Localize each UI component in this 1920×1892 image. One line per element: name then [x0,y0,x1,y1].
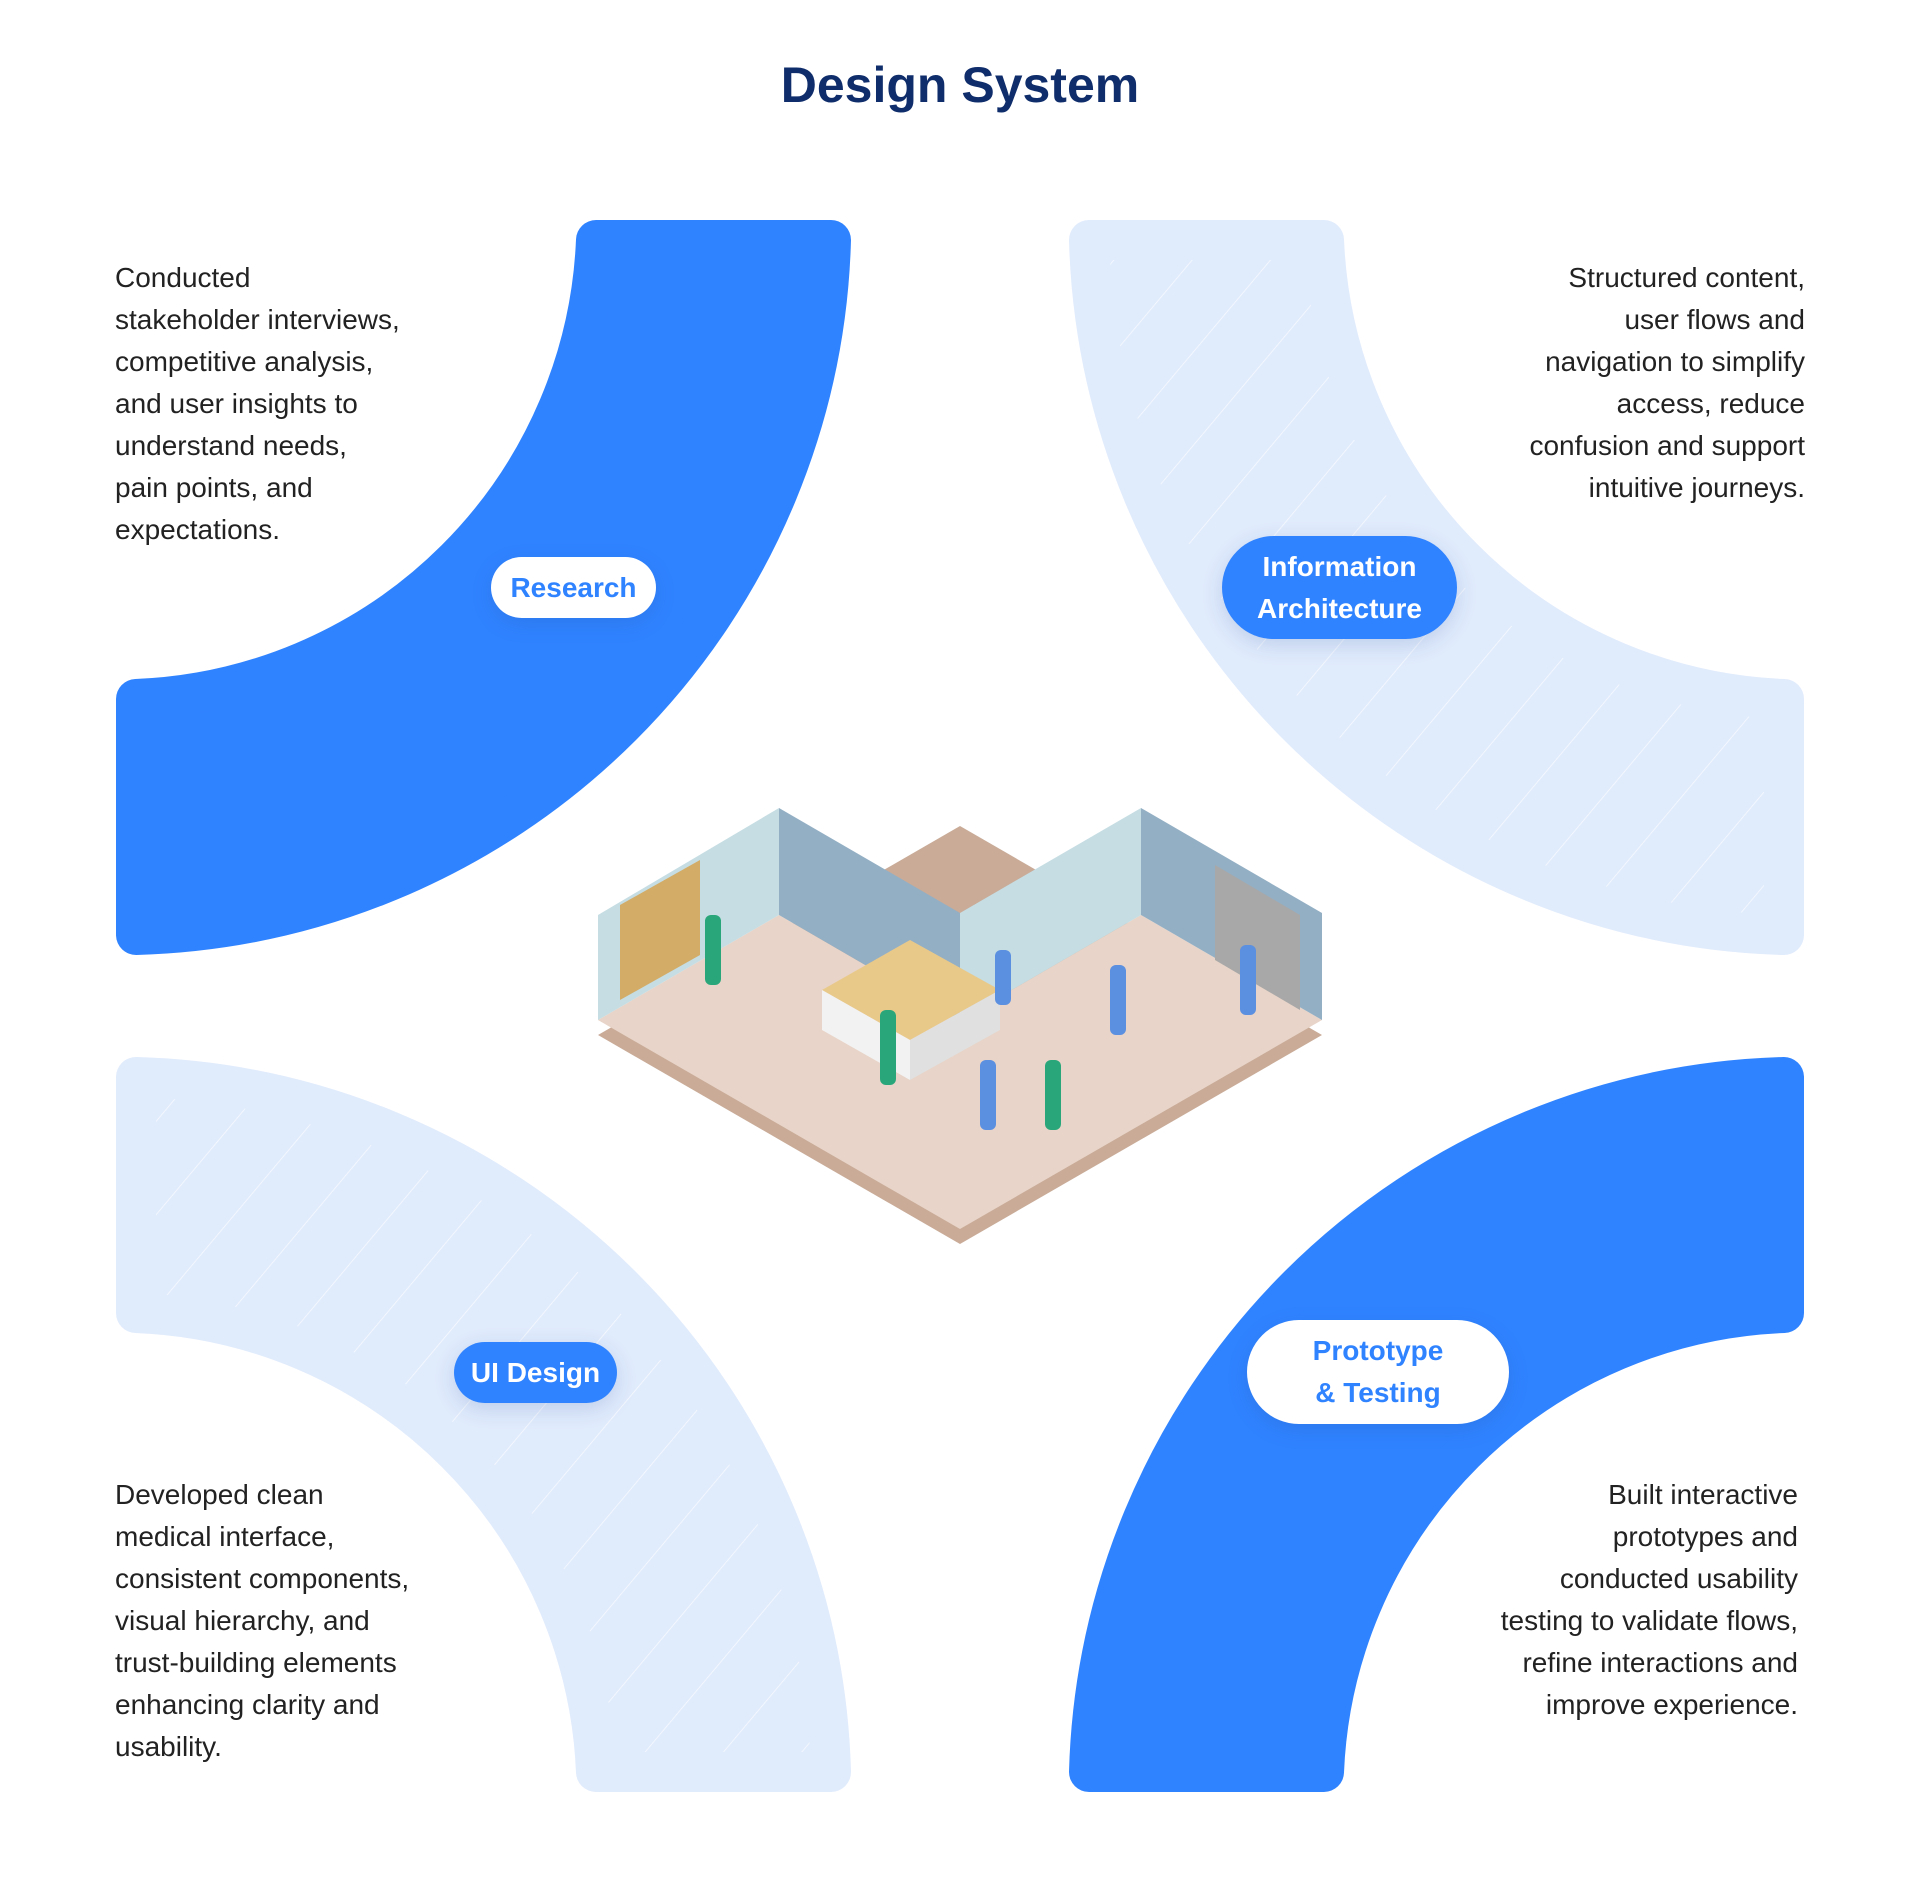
prototype-testing-arc [1069,1057,1804,1792]
research-description: Conducted stakeholder interviews, compet… [115,262,400,545]
ui-design-arc [116,1057,851,1792]
information-architecture-description: Structured content, user flows and navig… [1529,262,1805,503]
hospital-reception-illustration [598,808,1322,1244]
prototype-testing-pill[interactable]: Prototype & Testing [1247,1320,1509,1424]
information-architecture-pill[interactable]: Information Architecture [1222,536,1457,639]
prototype-testing-description: Built interactive prototypes and conduct… [1500,1479,1798,1720]
research-arc [116,220,851,955]
ui-design-description: Developed clean medical interface, consi… [115,1479,410,1762]
ui-design-pill[interactable]: UI Design [454,1342,617,1403]
research-pill[interactable]: Research [491,557,656,618]
page-title: Design System [780,57,1140,113]
